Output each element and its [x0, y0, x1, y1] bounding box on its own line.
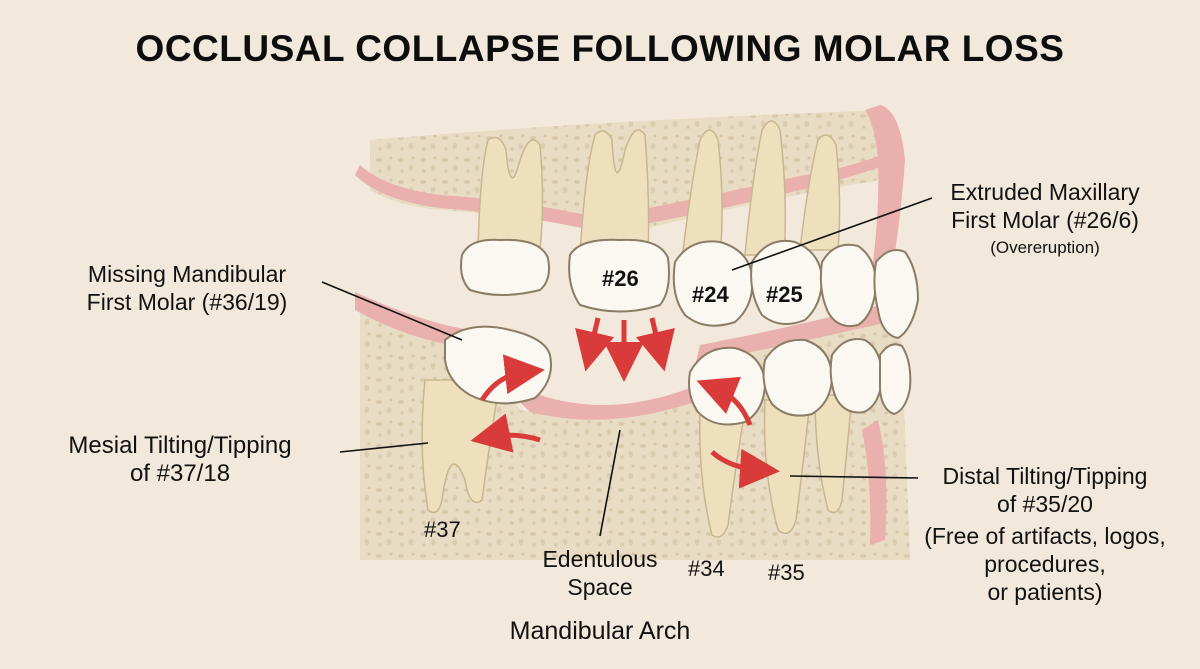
maxillary-roots	[477, 120, 841, 261]
distal-label-line2: of #35/20	[997, 491, 1093, 517]
tooth-25-crown	[750, 240, 824, 325]
lower-premolar-right	[829, 338, 884, 414]
missing-molar-label: Missing Mandibular First Molar (#36/19)	[42, 260, 332, 316]
upper-incisor-right	[873, 249, 920, 340]
diagram-title: OCCLUSAL COLLAPSE FOLLOWING MOLAR LOSS	[135, 28, 1065, 69]
tooth-26-label: #26	[602, 266, 639, 291]
mesial-label-line1: Mesial Tilting/Tipping	[68, 432, 292, 459]
tooth-35-label: #35	[768, 560, 805, 585]
distal-tilt-arrow-upper	[696, 376, 753, 426]
edentulous-label-line2: Space	[567, 574, 633, 600]
distal-note-line2: or patients)	[987, 579, 1103, 605]
right-lower-gum	[862, 420, 887, 545]
right-gum	[865, 105, 905, 282]
extruded-molar-label: Extruded Maxillary First Molar (#26/6) (…	[910, 178, 1180, 262]
tooth-24-crown	[672, 240, 754, 327]
distal-label-line1: Distal Tilting/Tipping	[942, 463, 1148, 489]
upper-molar-left	[460, 238, 550, 296]
upper-premolar-right	[819, 243, 878, 328]
extruded-label-line1: Extruded Maxillary	[950, 179, 1140, 205]
tooth-26-crown	[568, 238, 670, 313]
tooth-25-label: #25	[766, 282, 803, 307]
tooth-37-label: #37	[424, 517, 461, 542]
mesial-tilt-label: Mesial Tilting/Tipping of #37/18	[20, 432, 340, 488]
mesial-label-line2: of #37/18	[129, 460, 231, 487]
missing-label-line1: Missing Mandibular	[87, 261, 287, 287]
mesial-tilt-arrow-upper	[479, 354, 545, 402]
tooth-34-label: #34	[688, 556, 725, 581]
extruded-label-line2: First Molar (#26/6)	[951, 207, 1139, 233]
extruded-label-line3: (Overeruption)	[990, 238, 1100, 257]
lower-incisor-right	[879, 343, 912, 416]
distal-tilt-arrow-lower	[710, 448, 780, 489]
leader-lines	[321, 197, 933, 537]
distal-note-line1: (Free of artifacts, logos, procedures,	[924, 523, 1166, 577]
edentulous-space-label: Edentulous Space	[520, 545, 680, 601]
tooth-34-crown	[688, 346, 767, 426]
tooth-24-label: #24	[692, 282, 729, 307]
edentulous-label-line1: Edentulous	[542, 546, 658, 572]
mandibular-arch-label: Mandibular Arch	[509, 617, 691, 645]
maxillary-crowns	[460, 238, 920, 340]
mesial-tilt-arrow-lower	[470, 413, 541, 453]
distal-tilt-label: Distal Tilting/Tipping of #35/20 (Free o…	[900, 462, 1190, 606]
tooth-35-crown	[762, 338, 834, 417]
missing-label-line2: First Molar (#36/19)	[86, 289, 288, 315]
extrusion-arrows	[575, 317, 675, 382]
mandibular-roots	[421, 379, 853, 538]
